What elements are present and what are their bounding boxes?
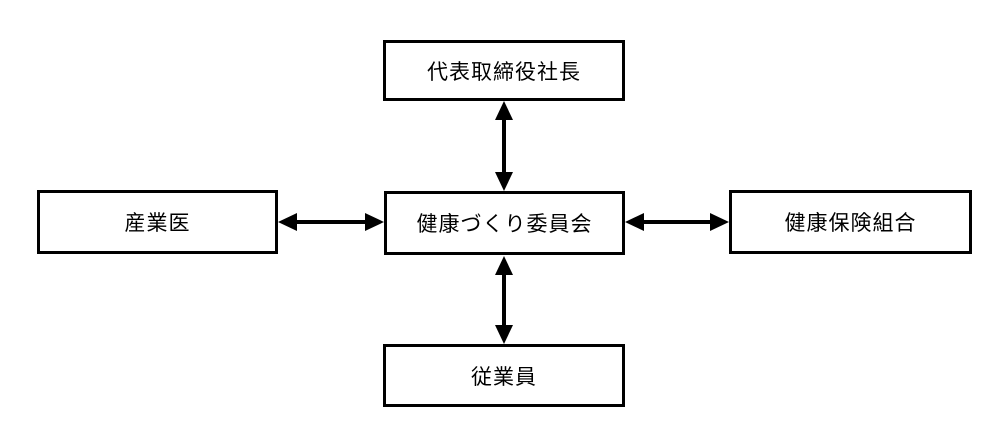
node-occupational-physician-label: 産業医 [124,211,191,235]
node-health-committee-label: 健康づくり委員会 [416,212,593,236]
node-health-insurance-association-label: 健康保険組合 [784,211,917,235]
arrow-committee-insurance [625,213,729,231]
node-president: 代表取締役社長 [383,40,625,101]
arrow-committee-employees [495,256,513,344]
node-health-insurance-association: 健康保険組合 [729,190,972,254]
arrow-committee-physician [278,213,384,231]
node-employees: 従業員 [383,344,625,407]
node-health-committee: 健康づくり委員会 [384,191,625,255]
node-president-label: 代表取締役社長 [427,59,581,84]
node-occupational-physician: 産業医 [37,190,278,254]
node-employees-label: 従業員 [471,364,537,389]
arrow-committee-president [495,101,513,191]
